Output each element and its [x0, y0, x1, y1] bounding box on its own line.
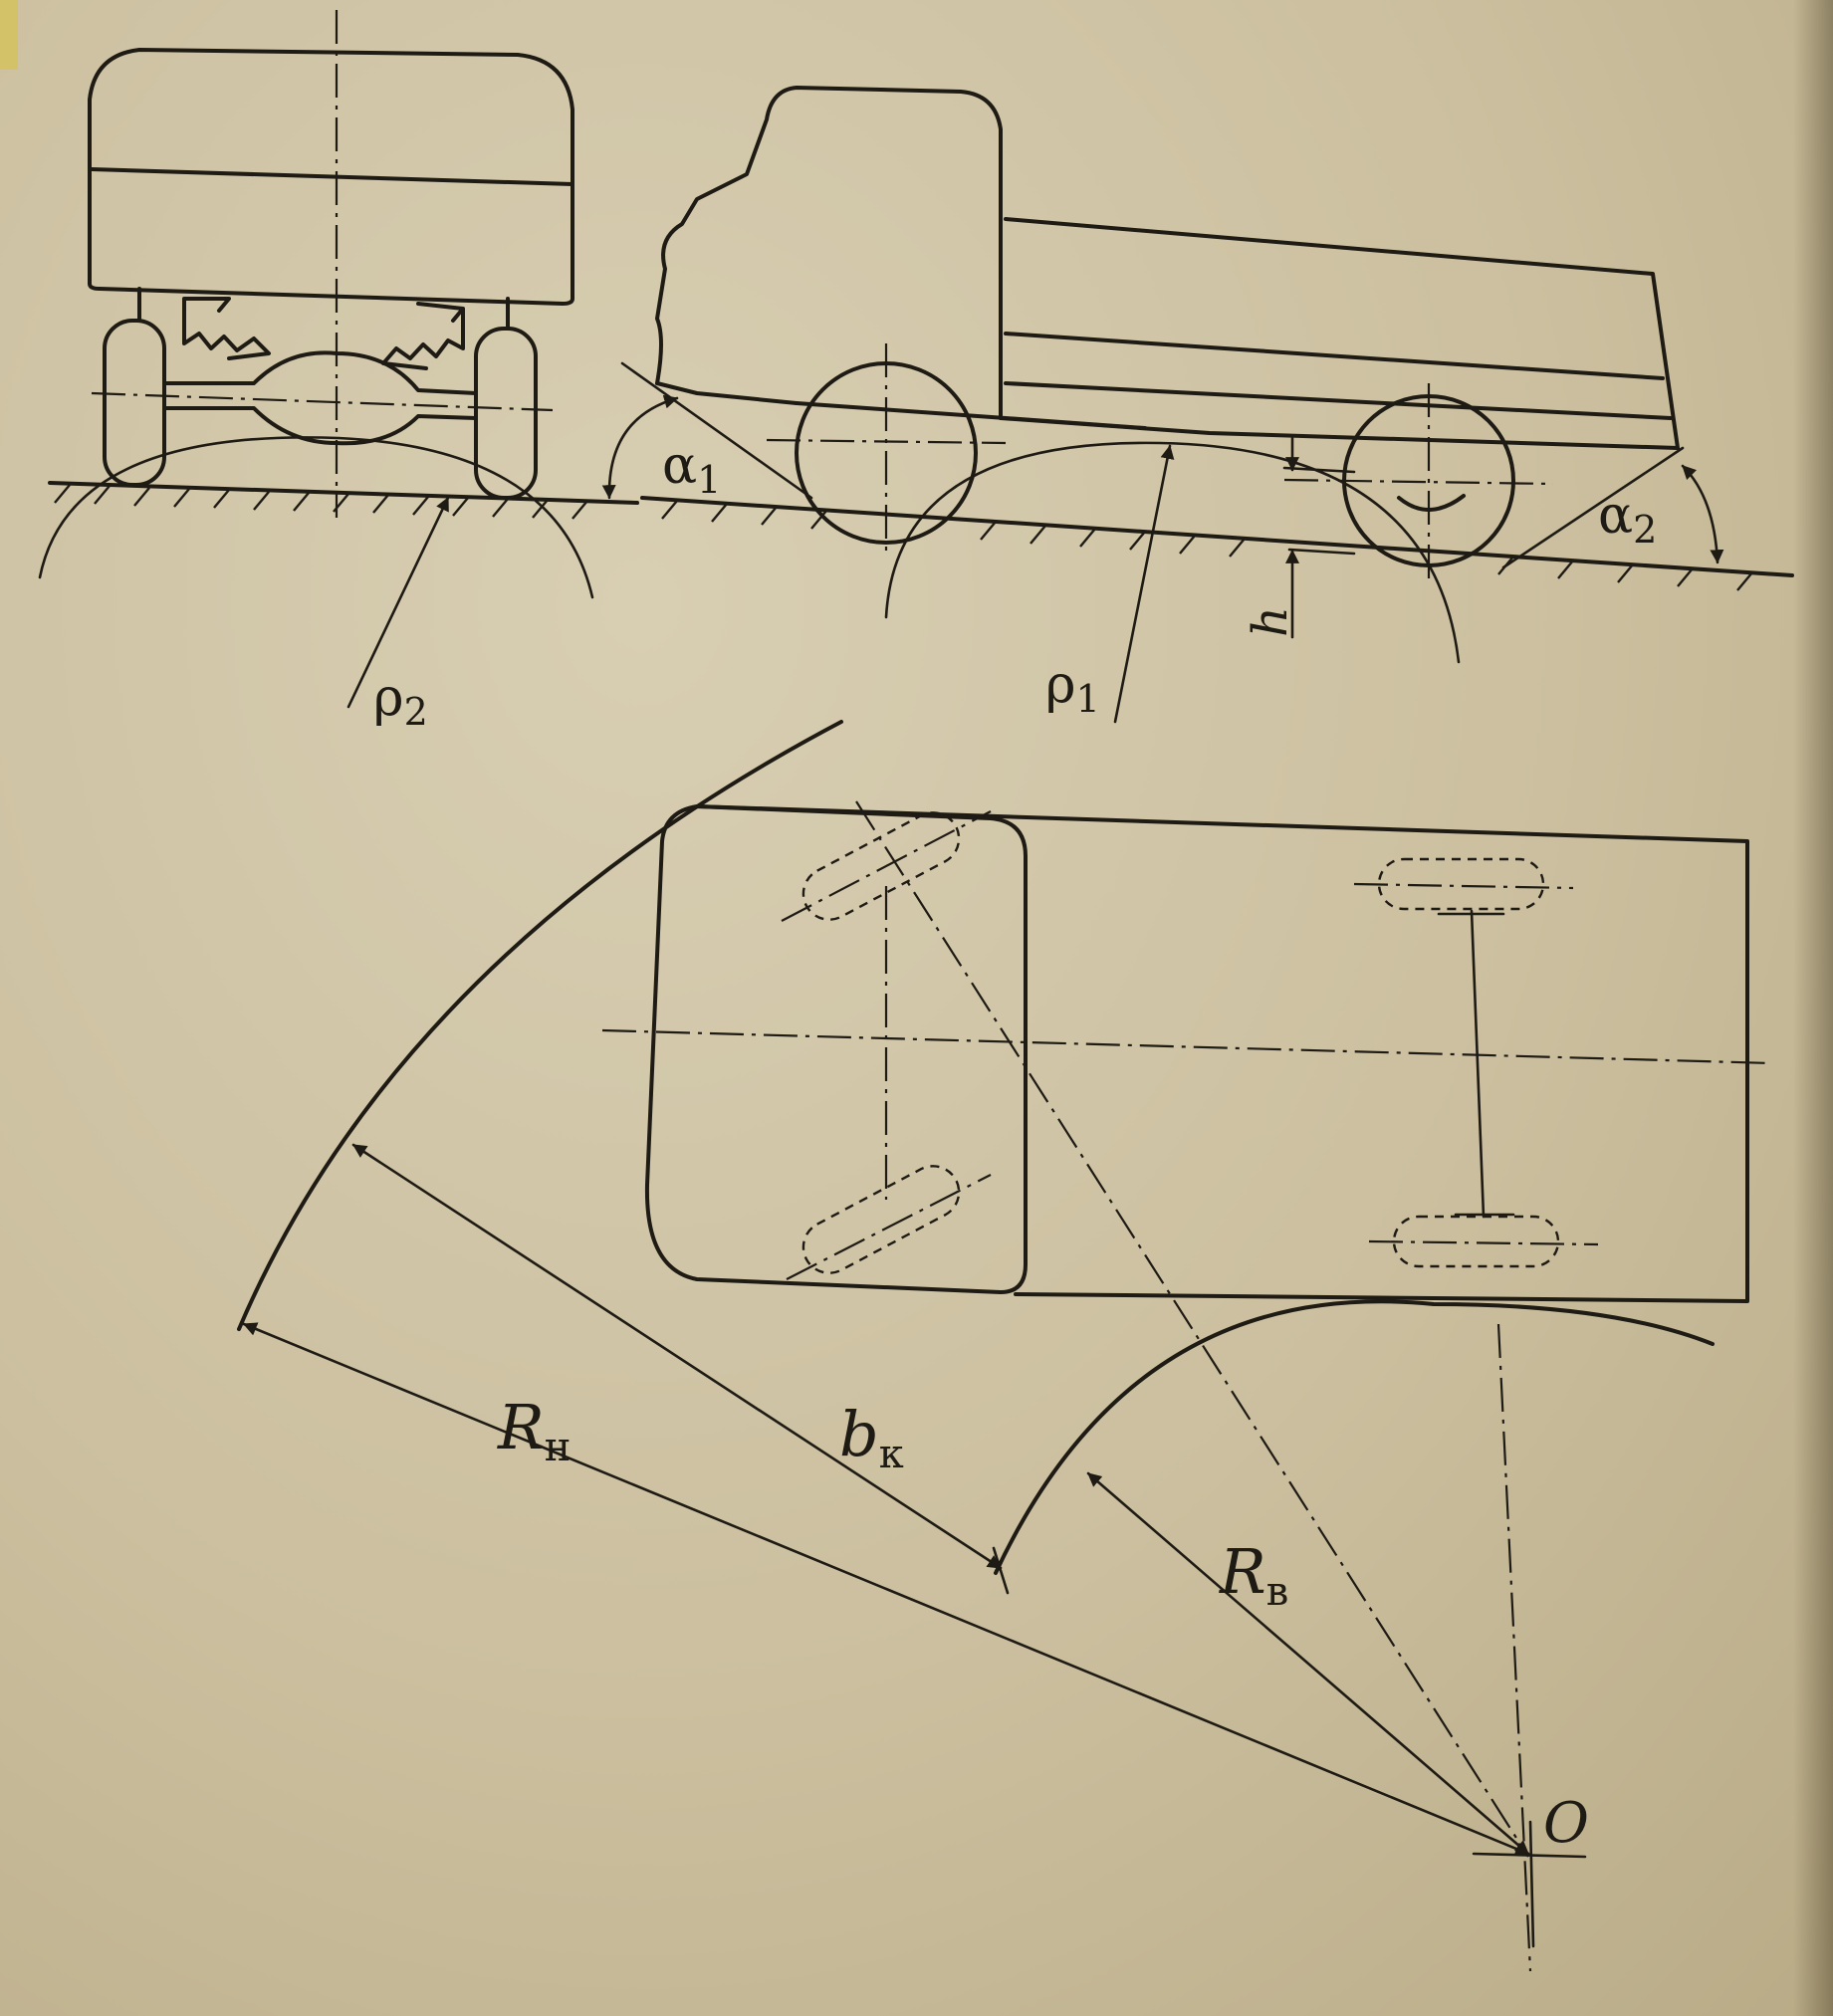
rear-right-wheel — [474, 327, 538, 500]
side-ground-hatch — [661, 500, 1753, 591]
b-k-label: bк — [839, 1398, 904, 1477]
side-cargo-floor — [1004, 381, 1673, 420]
rear-axle-extension-cl — [1496, 1323, 1532, 1972]
R-n-label: Rн — [497, 1391, 571, 1470]
side-cab-bottom — [655, 381, 799, 405]
rear-wheel-horizontal-cl — [1283, 478, 1554, 486]
rear-ground-hatch — [54, 484, 588, 520]
rho2-label: ρ2 — [373, 668, 428, 734]
corridor-width-line — [351, 1143, 1003, 1570]
alpha2-arc — [1681, 464, 1724, 564]
rear-view: ρ2 — [38, 10, 639, 734]
rho2-leader — [346, 496, 450, 709]
inner-turning-arc — [994, 1299, 1715, 1575]
rear-axle-tube — [162, 350, 478, 446]
plan-rear-left-wheel — [1353, 857, 1574, 911]
plan-view: O Rн Rв bк — [237, 720, 1773, 1972]
plan-longitudinal-cl — [601, 1028, 1773, 1065]
rear-left-wheel — [103, 319, 166, 487]
front-wheel-radius-line — [855, 800, 1529, 1858]
rear-body-outline — [88, 48, 574, 306]
side-cargo-rail — [1004, 332, 1665, 380]
plan-rear-axle — [1470, 909, 1486, 1219]
rear-clearance-arc — [38, 436, 594, 599]
alpha1-arc — [601, 394, 679, 500]
plan-cab-outline — [644, 804, 1028, 1294]
R-v-label: Rв — [1219, 1535, 1288, 1615]
front-wheel-horizontal-cl — [766, 438, 1007, 445]
corridor-width-tick — [992, 1546, 1010, 1595]
turn-center-label: O — [1543, 1791, 1589, 1856]
side-clearance-arc — [884, 441, 1461, 664]
side-view: α1 α2 ρ1 h — [601, 86, 1794, 724]
h-label: h — [1243, 606, 1298, 637]
plan-front-left-wheel — [781, 810, 992, 922]
rho1-leader — [1113, 444, 1175, 724]
approach-angle-line — [620, 361, 813, 500]
side-rear-hub-arc — [1397, 494, 1466, 512]
outer-radius-line — [242, 1322, 1530, 1856]
rear-axle-centerline — [91, 391, 554, 412]
side-ground-line — [640, 496, 1794, 577]
plan-front-right-wheel — [786, 1165, 992, 1280]
inner-radius-line — [1086, 1471, 1530, 1856]
rho1-label: ρ1 — [1045, 655, 1100, 721]
h-lower-ext — [1287, 548, 1356, 556]
rear-body-seam — [90, 167, 574, 186]
side-cab-outline — [655, 86, 1003, 420]
plan-rear-right-wheel — [1368, 1215, 1599, 1268]
departure-angle-line — [1501, 446, 1685, 569]
plan-body-outline — [695, 804, 1749, 1303]
rear-right-spring — [381, 302, 465, 370]
rear-left-spring — [182, 297, 271, 360]
alpha2-label: α2 — [1598, 486, 1657, 552]
center-cross-v — [1528, 1820, 1535, 1948]
rear-ground-line — [48, 481, 639, 505]
outer-turning-arc — [237, 720, 843, 1331]
alpha1-label: α1 — [662, 436, 721, 502]
side-frame — [795, 401, 1147, 430]
